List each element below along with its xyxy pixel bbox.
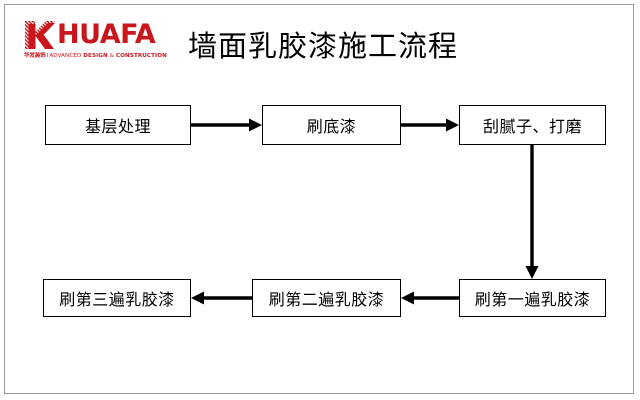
logo-tagline: 华发装饰IADVANCED DESIGN & CONSTRUCTION <box>24 52 176 60</box>
connector-putty-to-coat1-arrow-icon <box>525 145 539 279</box>
flow-step-coat3[interactable]: 刷第三遍乳胶漆 <box>43 279 191 317</box>
tagline-ampersand: & <box>109 53 115 59</box>
slide-border <box>4 4 634 394</box>
flow-step-putty[interactable]: 刮腻子、打磨 <box>459 105 606 145</box>
huafa-k-mark-icon <box>24 19 56 51</box>
flow-step-label: 刷第二遍乳胶漆 <box>268 290 385 309</box>
company-logo: HUAFA 华发装饰IADVANCED DESIGN & CONSTRUCTIO… <box>24 18 176 68</box>
connector-coat2-to-coat3-arrow-icon <box>191 291 252 305</box>
flow-step-coat2[interactable]: 刷第二遍乳胶漆 <box>252 279 401 317</box>
flow-step-coat1[interactable]: 刷第一遍乳胶漆 <box>459 279 606 317</box>
connector-coat1-to-coat2-arrow-icon <box>401 291 459 305</box>
flow-step-label: 刷第三遍乳胶漆 <box>59 290 175 309</box>
tagline-construction: CONSTRUCTION <box>115 53 167 59</box>
flow-step-label: 基层处理 <box>84 117 151 136</box>
tagline-separator: I <box>46 53 49 59</box>
flow-step-label: 刷第一遍乳胶漆 <box>474 290 591 309</box>
tagline-advanced: ADVANCED <box>49 53 82 59</box>
flow-step-label: 刷底漆 <box>306 117 357 136</box>
huafa-wordmark: HUAFA <box>57 19 156 50</box>
connector-base-to-primer-arrow-icon <box>191 118 262 132</box>
flow-step-primer[interactable]: 刷底漆 <box>262 105 401 145</box>
tagline-chinese: 华发装饰 <box>24 53 46 59</box>
page-title: 墙面乳胶漆施工流程 <box>188 29 459 63</box>
connector-primer-to-putty-arrow-icon <box>401 118 459 132</box>
flow-step-base[interactable]: 基层处理 <box>45 105 191 145</box>
tagline-design: DESIGN <box>83 53 108 59</box>
flow-step-label: 刮腻子、打磨 <box>482 117 582 136</box>
slide-header: HUAFA 华发装饰IADVANCED DESIGN & CONSTRUCTIO… <box>0 0 640 88</box>
